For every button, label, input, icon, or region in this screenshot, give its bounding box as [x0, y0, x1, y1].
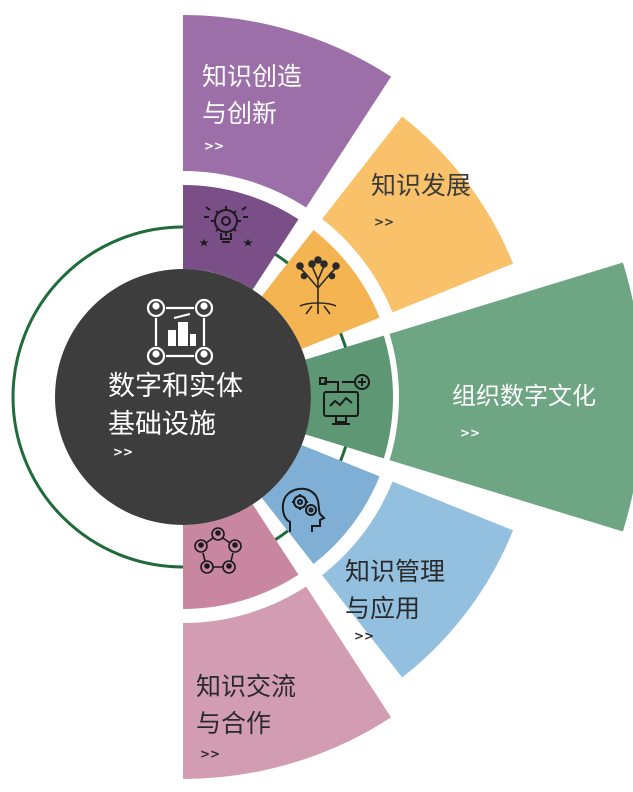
knowledge-exchange-title-line2: 与合作	[196, 709, 271, 738]
segment-knowledge-creation[interactable]	[183, 15, 392, 208]
knowledge-management-more-arrows[interactable]: >>	[354, 629, 374, 643]
knowledge-development-title: 知识发展	[371, 171, 471, 200]
lightbulb-gear-icon	[199, 206, 253, 247]
center-circle[interactable]	[55, 269, 311, 525]
computer-network-icon	[319, 374, 370, 425]
knowledge-exchange-more-arrows[interactable]: >>	[200, 747, 220, 761]
segment-knowledge-development[interactable]	[322, 116, 514, 313]
knowledge-management-title-line2: 与应用	[345, 594, 420, 623]
center-title-line1: 数字和实体	[108, 371, 243, 402]
segment-digital-culture-inner[interactable]	[305, 335, 393, 459]
digital-culture-more-arrows[interactable]: >>	[460, 426, 480, 440]
segment-knowledge-creation-inner[interactable]	[183, 185, 299, 290]
segment-digital-culture[interactable]	[389, 262, 633, 532]
digital-culture-title: 组织数字文化	[452, 382, 596, 410]
center-title-line2: 基础设施	[108, 409, 216, 440]
segment-knowledge-management-inner[interactable]	[261, 444, 380, 565]
knowledge-creation-more-arrows[interactable]: >>	[204, 139, 224, 153]
knowledge-development-more-arrows[interactable]: >>	[374, 215, 394, 229]
segment-knowledge-exchange-inner[interactable]	[183, 504, 299, 609]
head-gears-icon	[281, 487, 326, 532]
people-network-building-icon	[146, 298, 214, 366]
tree-icon	[296, 256, 340, 315]
knowledge-creation-title-line2: 与创新	[202, 99, 277, 128]
center-more-arrows[interactable]: >>	[113, 445, 133, 459]
segment-knowledge-development-inner[interactable]	[261, 229, 380, 350]
segment-knowledge-management[interactable]	[322, 481, 514, 678]
knowledge-creation-title-line1: 知识创造	[202, 62, 302, 91]
people-circle-icon	[194, 527, 242, 574]
segment-knowledge-exchange[interactable]	[183, 586, 392, 779]
knowledge-management-title-line1: 知识管理	[345, 557, 445, 586]
knowledge-exchange-title-line1: 知识交流	[196, 672, 296, 701]
